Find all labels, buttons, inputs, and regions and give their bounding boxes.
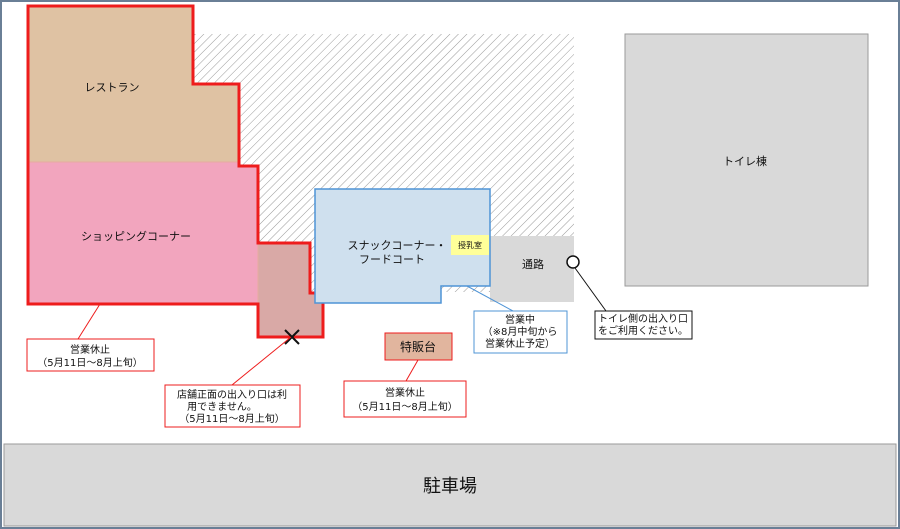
callout-toilet-entrance-line2: をご利用ください。 [598, 324, 688, 337]
parking-area [3, 443, 897, 527]
shopping-corner-area [28, 162, 258, 304]
nursing-room-label: 授乳室 [458, 240, 482, 250]
leader-line [77, 303, 101, 340]
passage-area [490, 236, 574, 302]
callout-front-entrance [164, 384, 301, 428]
toilet-building-label: トイレ棟 [723, 154, 767, 168]
store-outline [26, 4, 325, 339]
toilet-building [624, 33, 869, 287]
leader-line [405, 359, 419, 382]
callout-snack-open-line2: （※8月中旬から [483, 325, 558, 338]
callout-toilet-entrance-line1: トイレ側の出入り口 [598, 312, 688, 325]
callout-shopping-closed-line2: （5月11日〜8月上旬） [37, 356, 142, 369]
restaurant-label: レストラン [85, 81, 140, 94]
callout-stall-closed-line2: （5月11日〜8月上旬） [352, 400, 457, 413]
callout-snack-open-line3: 営業休止予定） [485, 337, 555, 350]
callout-snack-open-line1: 営業中 [505, 313, 535, 326]
callout-shopping-closed [26, 338, 155, 372]
leader-line [574, 267, 607, 312]
callout-front-entrance-line3: （5月11日〜8月上旬） [179, 412, 284, 425]
shopping-corner-label: ショッピングコーナー [81, 229, 191, 243]
snack-corner-area [314, 188, 491, 304]
front-entrance-area [258, 243, 323, 337]
closed-entrance-x-icon [284, 329, 300, 345]
parking-label: 駐車場 [423, 476, 477, 497]
open-entrance-circle-icon [566, 255, 580, 269]
special-stall [384, 332, 453, 361]
callout-snack-open [473, 310, 568, 354]
leader-line [466, 285, 514, 312]
passage-label: 通路 [522, 258, 544, 271]
callout-front-entrance-line2: 用できません。 [187, 401, 257, 413]
callout-toilet-entrance [594, 310, 693, 340]
special-stall-label: 特販台 [400, 339, 436, 354]
leader-line [231, 336, 292, 386]
nursing-room-area [451, 235, 489, 255]
snack-corner-label-line2: フードコート [359, 253, 425, 266]
restaurant-area [28, 6, 239, 162]
snack-corner-label-line1: スナックコーナー・ [348, 239, 447, 252]
callout-stall-closed [343, 380, 467, 418]
callout-front-entrance-line1: 店舗正面の出入り口は利 [177, 388, 287, 401]
callout-shopping-closed-line1: 営業休止 [70, 343, 110, 356]
callout-stall-closed-line1: 営業休止 [385, 386, 425, 399]
